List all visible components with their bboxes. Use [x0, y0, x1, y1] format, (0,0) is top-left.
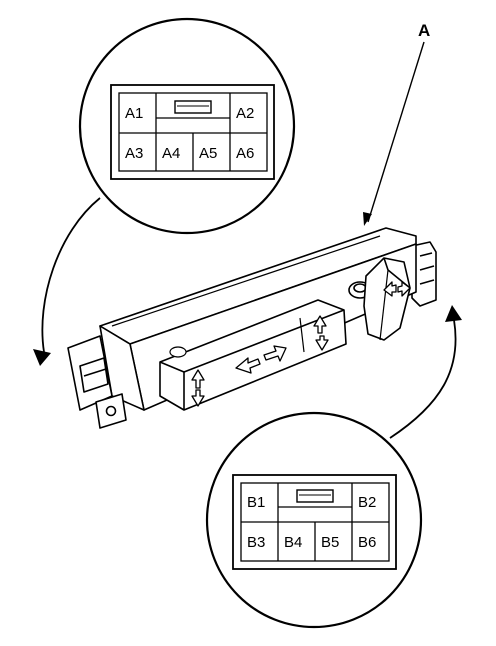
power-seat-switch-assembly [67, 227, 437, 429]
right-connector-end [411, 241, 437, 307]
pin-label-b1: B1 [247, 494, 265, 511]
pin-label-b4: B4 [284, 534, 302, 551]
pin-label-b2: B2 [358, 494, 376, 511]
connector-b-pointer-arrowhead [445, 305, 462, 322]
connector-a-pointer-arrowhead [33, 349, 51, 366]
up-down-arrow-icon [191, 369, 205, 407]
left-connector-end [67, 335, 127, 429]
callout-label-a: A [418, 21, 430, 40]
pin-label-b5: B5 [321, 534, 339, 551]
pin-label-b6: B6 [358, 534, 376, 551]
callout-leader-line [367, 41, 425, 223]
tilt-arrow-icon [313, 315, 329, 351]
connector-b-pointer-arrow [389, 319, 457, 439]
connector-b-lock-tab [296, 489, 334, 503]
pin-label-b3: B3 [247, 534, 265, 551]
callout-arrowhead [363, 212, 372, 226]
pin-label-a4: A4 [162, 145, 180, 162]
recline-arrow-icon [383, 281, 411, 297]
connector-a-pointer-arrow [41, 197, 101, 353]
connector-a-lock-tab [174, 100, 212, 114]
pin-label-a5: A5 [199, 145, 217, 162]
connector-b-detail: B1 B2 B3 B4 B5 B6 [205, 411, 423, 629]
pin-label-a2: A2 [236, 105, 254, 122]
pin-label-a6: A6 [236, 145, 254, 162]
pin-label-a3: A3 [125, 145, 143, 162]
forward-back-arrow-icon [235, 345, 287, 374]
connector-a-detail: A1 A2 A3 A4 A5 A6 [78, 17, 296, 235]
recline-knob [363, 257, 411, 341]
pin-label-a1: A1 [125, 105, 143, 122]
